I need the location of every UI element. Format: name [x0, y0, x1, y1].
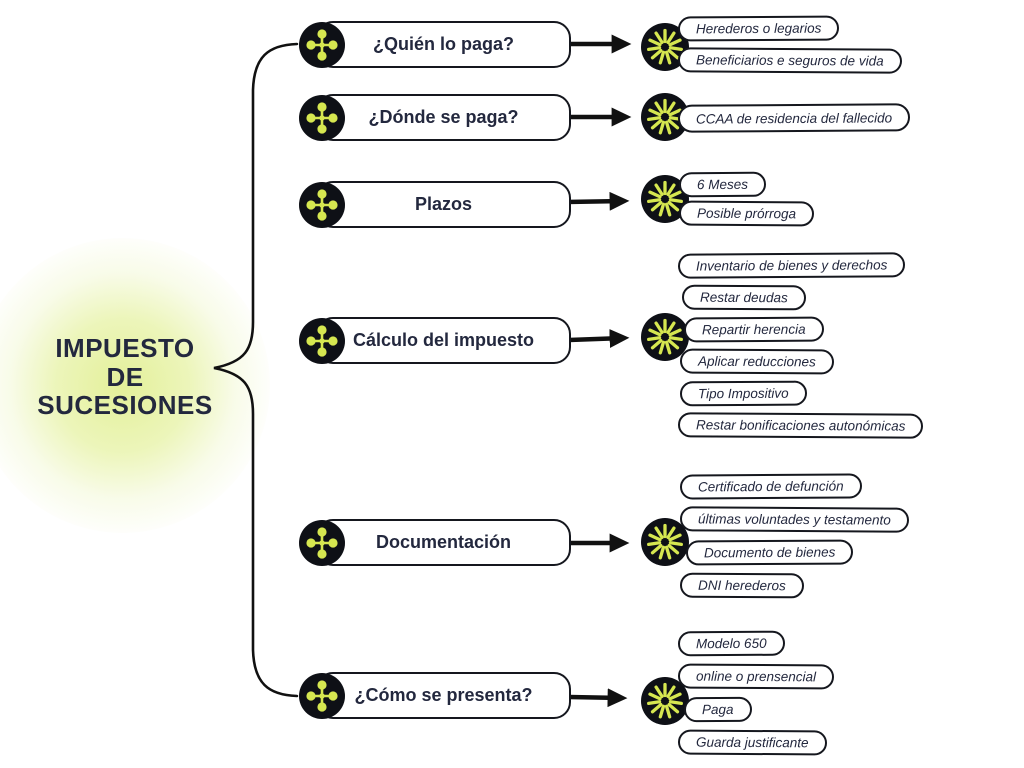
cross-dot-icon: [299, 22, 345, 68]
branch-como-se-presenta: ¿Cómo se presenta?: [299, 672, 581, 719]
cross-dot-icon: [299, 673, 345, 719]
item-pill: Herederos o legarios: [677, 15, 840, 42]
item-pill: Guarda justificante: [677, 729, 827, 756]
item-pill: Documento de bienes: [685, 539, 854, 566]
branch-label: Documentación: [375, 532, 512, 552]
item-pill: DNI herederos: [679, 572, 804, 599]
branch-node-box: ¿Dónde se paga?: [316, 94, 571, 141]
item-pill: Aplicar reducciones: [679, 348, 834, 375]
item-pill: 6 Meses: [678, 171, 767, 198]
branch-node-box: Plazos: [316, 181, 571, 228]
cross-dot-icon: [299, 95, 345, 141]
item-pill: CCAA de residencia del fallecido: [677, 103, 911, 133]
branch-calculo-del-impuesto: Cálculo del impuesto: [299, 317, 581, 364]
branch-node-box: ¿Quién lo paga?: [316, 21, 571, 68]
title-line: IMPUESTO: [55, 333, 195, 363]
item-pill: Repartir herencia: [683, 316, 824, 343]
items-quien-lo-paga: Herederos o legarios Beneficiarios e seg…: [677, 15, 902, 74]
item-pill: online o prensencial: [677, 663, 835, 690]
item-pill: Tipo Impositivo: [679, 380, 807, 407]
item-pill: Inventario de bienes y derechos: [677, 252, 906, 279]
branch-label: ¿Quién lo paga?: [372, 34, 514, 54]
item-pill: Certificado de defunción: [679, 473, 862, 500]
branch-node-box: Documentación: [316, 519, 571, 566]
branch-donde-se-paga: ¿Dónde se paga?: [299, 94, 581, 141]
cross-dot-icon: [299, 182, 345, 228]
items-documentacion: Certificado de defunción últimas volunta…: [679, 473, 909, 599]
cross-dot-icon: [299, 520, 345, 566]
item-pill: Restar deudas: [681, 284, 806, 311]
items-donde-se-paga: CCAA de residencia del fallecido: [677, 103, 911, 133]
branch-node-box: ¿Cómo se presenta?: [316, 672, 571, 719]
title-line: SUCESIONES: [37, 390, 213, 420]
items-calculo-del-impuesto: Inventario de bienes y derechos Restar d…: [677, 252, 924, 439]
item-pill: Restar bonificaciones autonómicas: [677, 412, 924, 439]
branch-documentacion: Documentación: [299, 519, 581, 566]
branch-quien-lo-paga: ¿Quién lo paga?: [299, 21, 581, 68]
items-como-se-presenta: Modelo 650 online o prensencial Paga Gua…: [677, 630, 835, 756]
central-topic-title: IMPUESTO DE SUCESIONES: [14, 334, 236, 420]
items-plazos: 6 Meses Posible prórroga: [678, 171, 815, 227]
branch-label: ¿Cómo se presenta?: [354, 685, 533, 705]
branch-label: Plazos: [414, 194, 473, 214]
item-pill: últimas voluntades y testamento: [679, 506, 909, 533]
item-pill: Modelo 650: [677, 630, 785, 657]
branch-plazos: Plazos: [299, 181, 581, 228]
branch-label: ¿Dónde se paga?: [368, 107, 519, 127]
cross-dot-icon: [299, 318, 345, 364]
item-pill: Posible prórroga: [678, 200, 815, 227]
item-pill: Beneficiarios e seguros de vida: [677, 47, 902, 74]
title-line: DE: [106, 361, 144, 392]
branch-label: Cálculo del impuesto: [352, 330, 535, 350]
branch-node-box: Cálculo del impuesto: [316, 317, 571, 364]
item-pill: Paga: [683, 696, 752, 723]
